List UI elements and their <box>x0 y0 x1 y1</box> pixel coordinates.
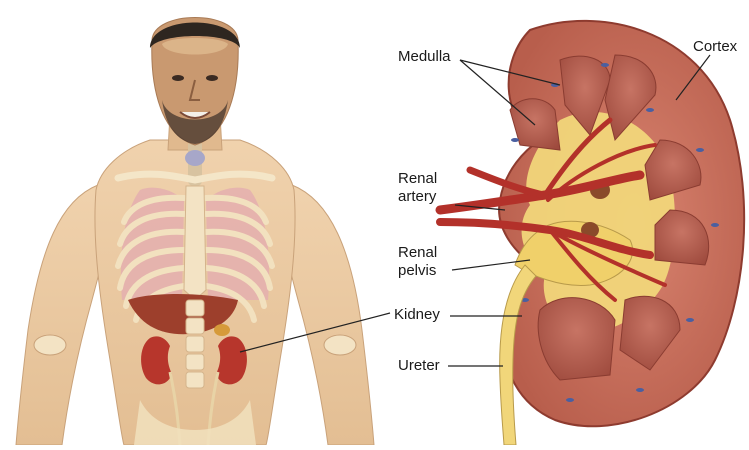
right-elbow <box>324 335 356 355</box>
human-figure <box>16 18 374 446</box>
left-kidney <box>141 336 172 384</box>
label-ureter: Ureter <box>398 357 440 375</box>
kidney-cross-section <box>440 21 744 445</box>
label-cortex: Cortex <box>693 38 737 56</box>
label-medulla: Medulla <box>398 48 451 66</box>
sternum <box>184 186 206 300</box>
spine <box>186 300 204 388</box>
label-renal-pelvis-line2: pelvis <box>398 262 436 280</box>
label-kidney: Kidney <box>394 306 440 324</box>
label-renal-artery-line2: artery <box>398 188 436 206</box>
left-eye <box>172 75 184 81</box>
adrenal-gland <box>214 324 230 336</box>
thyroid <box>185 150 205 166</box>
label-renal-pelvis-line1: Renal <box>398 244 437 262</box>
left-elbow <box>34 335 66 355</box>
label-renal-artery-line1: Renal <box>398 170 437 188</box>
right-eye <box>206 75 218 81</box>
right-kidney <box>216 336 247 384</box>
